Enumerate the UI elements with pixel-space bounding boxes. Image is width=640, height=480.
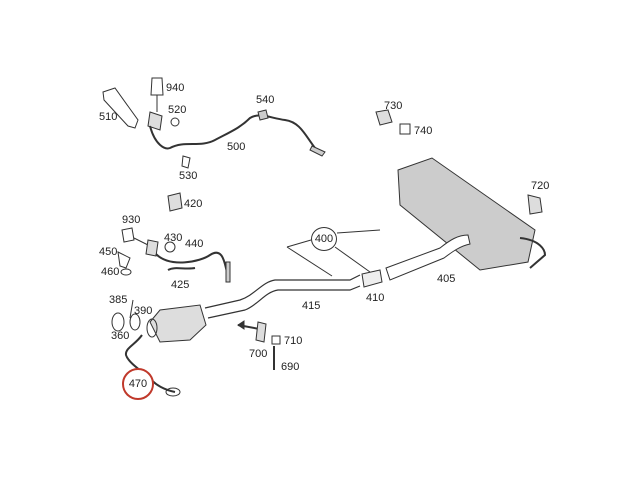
label-420: 420 — [184, 198, 203, 210]
part-460 — [120, 268, 132, 276]
part-730 — [375, 109, 393, 126]
nut-520 — [170, 117, 180, 127]
part-360 — [111, 312, 125, 332]
part-420 — [167, 192, 183, 212]
sensor-wire-470 — [124, 334, 176, 393]
label-415: 415 — [302, 300, 321, 312]
label-520: 520 — [168, 104, 187, 116]
label-460: 460 — [101, 266, 120, 278]
label-400: 400 — [311, 227, 337, 251]
sensor-wire-500 — [149, 114, 316, 150]
label-930: 930 — [122, 214, 141, 226]
label-740: 740 — [414, 125, 433, 137]
clip-425 — [167, 267, 196, 271]
clip-710 — [271, 335, 281, 345]
washer-430 — [164, 241, 176, 253]
bracket-450 — [117, 251, 131, 269]
label-440: 440 — [185, 238, 204, 250]
catalytic-converter — [149, 304, 207, 343]
label-690: 690 — [281, 361, 300, 373]
label-500: 500 — [227, 141, 246, 153]
pipe-415 — [204, 274, 361, 309]
label-540: 540 — [256, 94, 275, 106]
label-390: 390 — [134, 305, 153, 317]
label-360: 360 — [111, 330, 130, 342]
part-740 — [399, 123, 411, 135]
label-470-highlighted: 470 — [122, 368, 154, 400]
label-700: 700 — [249, 348, 268, 360]
clip-540 — [257, 109, 269, 121]
clip-530 — [181, 155, 191, 169]
label-425: 425 — [171, 279, 190, 291]
label-405: 405 — [437, 273, 456, 285]
label-510: 510 — [99, 111, 118, 123]
label-940: 940 — [166, 82, 185, 94]
connector-box — [147, 111, 163, 131]
label-410: 410 — [366, 292, 385, 304]
label-450: 450 — [99, 246, 118, 258]
label-730: 730 — [384, 100, 403, 112]
sensor-wire-440 — [155, 251, 229, 276]
flange — [146, 318, 158, 338]
stud-385 — [129, 299, 134, 319]
pipe-405 — [385, 234, 471, 281]
label-430: 430 — [164, 232, 183, 244]
sensor-box — [145, 239, 159, 257]
muffler — [397, 157, 536, 271]
label-385: 385 — [109, 294, 128, 306]
connector-940 — [150, 77, 164, 96]
bracket-510 — [102, 87, 139, 129]
label-720: 720 — [531, 180, 550, 192]
connector-930 — [121, 227, 135, 243]
label-530: 530 — [179, 170, 198, 182]
hanger-720 — [527, 194, 543, 215]
hanger-700 — [255, 321, 267, 343]
gasket-390 — [129, 313, 141, 331]
label-710: 710 — [284, 335, 303, 347]
pipe-410 — [361, 269, 383, 288]
